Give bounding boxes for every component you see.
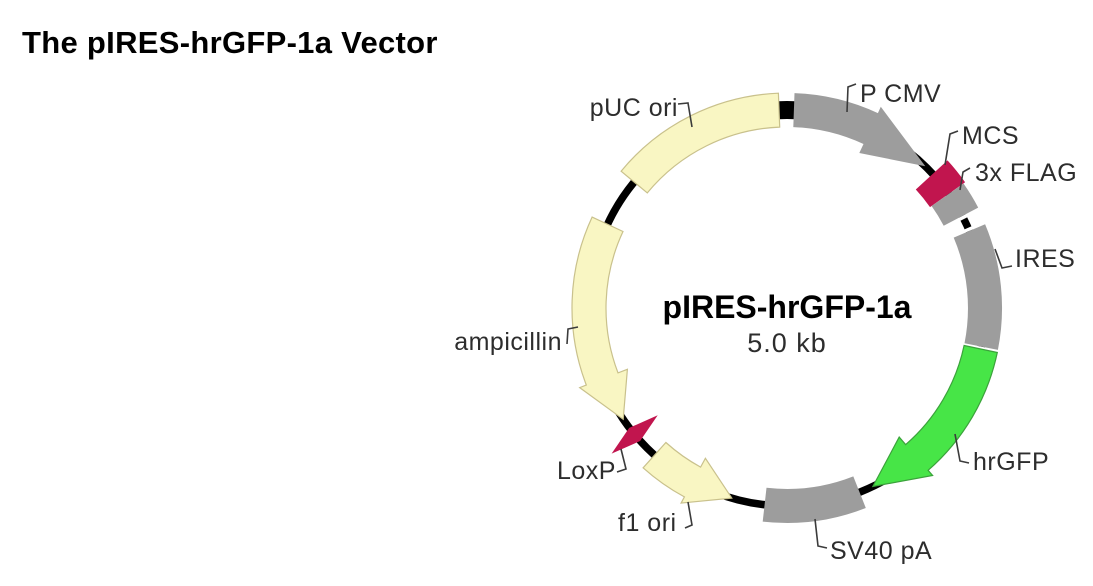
backbone-top-connector — [778, 101, 796, 120]
figure-title: The pIRES-hrGFP-1a Vector — [22, 25, 438, 60]
feature-labels: P CMV MCS 3x FLAG IRES hrGFP SV40 pA f1 … — [454, 80, 1077, 565]
separator-gap — [937, 204, 986, 232]
label-mcs: MCS — [962, 122, 1019, 150]
feature-puc-ori — [620, 92, 781, 194]
leader-p-cmv — [846, 83, 857, 113]
leader-loxp — [616, 448, 627, 473]
leader-puc-ori — [677, 102, 693, 128]
feature-loxp — [611, 415, 658, 454]
label-puc-ori: pUC ori — [590, 94, 678, 122]
feature-mcs — [915, 160, 966, 208]
separator-gap — [942, 218, 992, 242]
leader-lines — [566, 83, 1013, 549]
leader-f1-ori — [684, 501, 693, 529]
plasmid-name: pIRES-hrGFP-1a — [663, 289, 912, 325]
feature-3x-flag — [931, 183, 979, 226]
feature-ampicillin — [571, 216, 629, 421]
label-ires: IRES — [1015, 245, 1075, 273]
label-ampicillin: ampicillin — [454, 328, 562, 356]
plasmid-shapes — [571, 92, 1005, 523]
label-p-cmv: P CMV — [860, 80, 941, 108]
plasmid-size: 5.0 kb — [747, 328, 827, 358]
label-f1-ori: f1 ori — [618, 509, 677, 537]
leader-ires — [994, 248, 1013, 269]
feature-f1-ori — [642, 441, 733, 504]
leader-mcs — [944, 130, 959, 166]
feature-sv40-pa — [762, 476, 866, 523]
leader-ampicillin — [566, 326, 579, 345]
feature-hrgfp — [871, 344, 999, 488]
label-3x-flag: 3x FLAG — [975, 159, 1077, 187]
feature-p-cmv — [793, 93, 926, 167]
leader-hrgfp — [954, 433, 970, 464]
label-loxp: LoxP — [557, 457, 616, 485]
feature-ires — [953, 224, 1003, 350]
leader-sv40-pa — [814, 518, 828, 549]
label-sv40-pa: SV40 pA — [830, 537, 932, 565]
label-hrgfp: hrGFP — [973, 448, 1049, 476]
leader-3x-flag — [959, 167, 971, 191]
